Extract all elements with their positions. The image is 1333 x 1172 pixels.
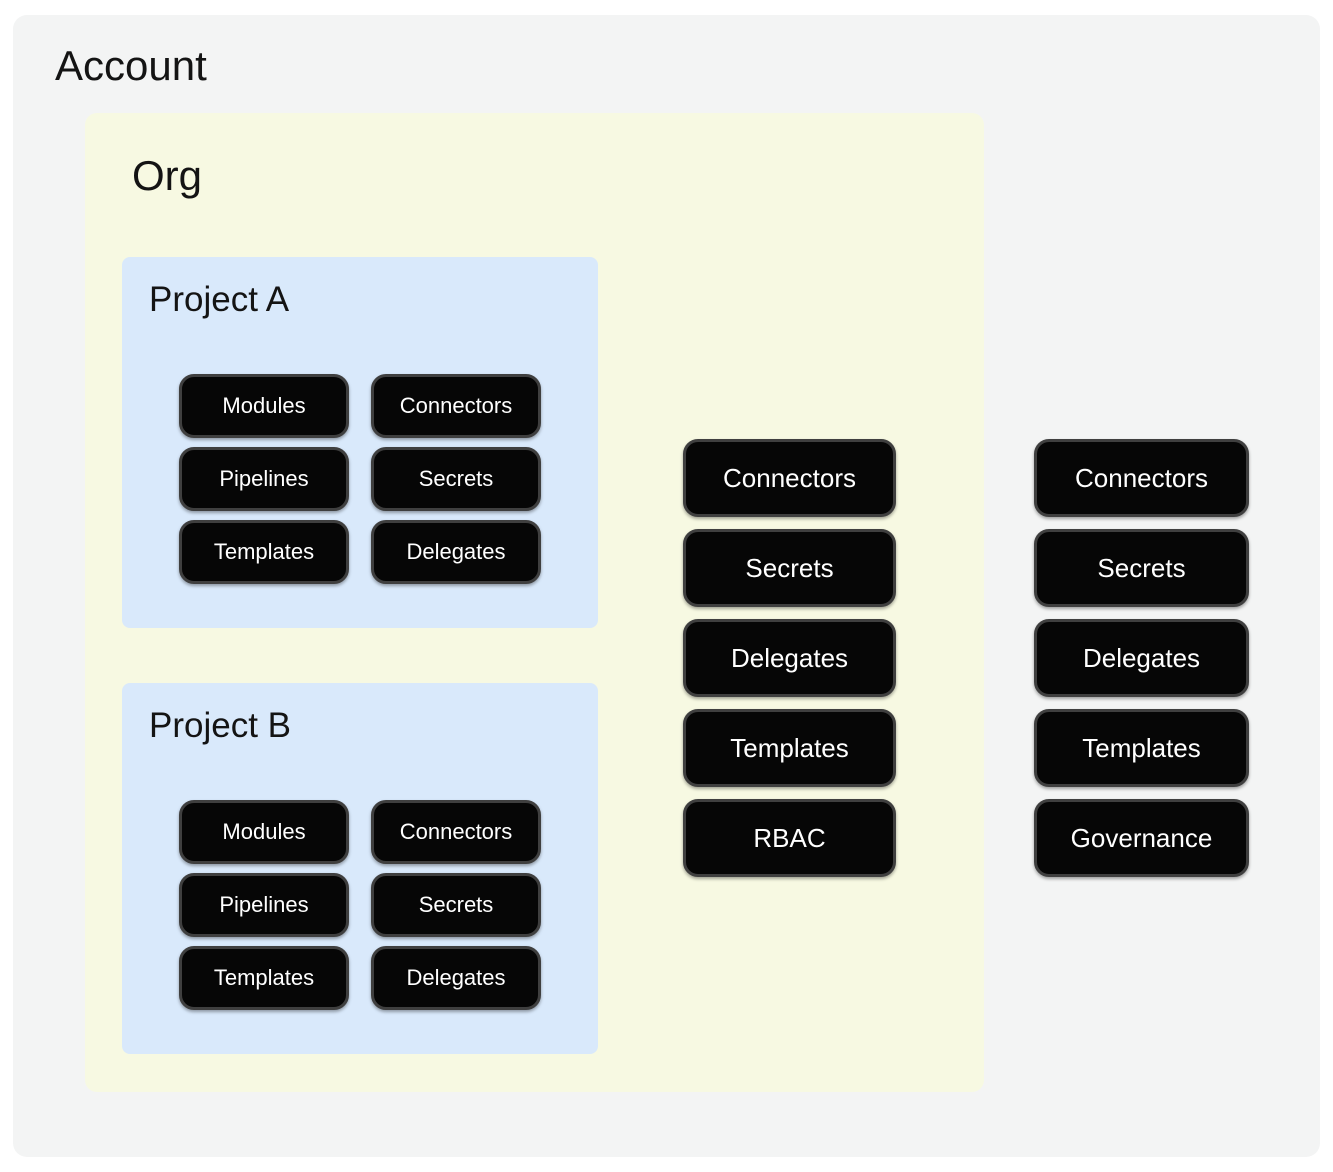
project-b-scope: Project B Modules Connectors Pipelines S… bbox=[122, 683, 598, 1054]
project-b-resource-secrets: Secrets bbox=[371, 873, 541, 937]
account-resources: Connectors Secrets Delegates Templates G… bbox=[1034, 439, 1249, 877]
account-scope-title: Account bbox=[55, 42, 207, 89]
account-resource-connectors: Connectors bbox=[1034, 439, 1249, 517]
org-resources: Connectors Secrets Delegates Templates R… bbox=[683, 439, 896, 877]
project-a-resource-connectors: Connectors bbox=[371, 374, 541, 438]
project-a-resource-templates: Templates bbox=[179, 520, 349, 584]
org-resource-rbac: RBAC bbox=[683, 799, 896, 877]
project-b-resource-templates: Templates bbox=[179, 946, 349, 1010]
account-resource-governance: Governance bbox=[1034, 799, 1249, 877]
project-a-resource-pipelines: Pipelines bbox=[179, 447, 349, 511]
project-a-scope: Project A Modules Connectors Pipelines S… bbox=[122, 257, 598, 628]
project-b-resource-connectors: Connectors bbox=[371, 800, 541, 864]
org-scope-title: Org bbox=[132, 152, 203, 199]
project-a-resource-delegates: Delegates bbox=[371, 520, 541, 584]
project-b-title: Project B bbox=[149, 706, 291, 745]
account-resource-secrets: Secrets bbox=[1034, 529, 1249, 607]
project-a-resource-modules: Modules bbox=[179, 374, 349, 438]
project-b-resource-pipelines: Pipelines bbox=[179, 873, 349, 937]
org-resource-delegates: Delegates bbox=[683, 619, 896, 697]
account-resource-templates: Templates bbox=[1034, 709, 1249, 787]
org-scope: Org Project A Modules Connectors Pipelin… bbox=[85, 113, 984, 1092]
project-a-title: Project A bbox=[149, 280, 290, 319]
org-resource-connectors: Connectors bbox=[683, 439, 896, 517]
project-a-resources: Modules Connectors Pipelines Secrets Tem… bbox=[179, 374, 541, 584]
project-b-resources: Modules Connectors Pipelines Secrets Tem… bbox=[179, 800, 541, 1010]
account-scope: Account Org Project A Modules Connectors… bbox=[13, 15, 1320, 1157]
project-a-resource-secrets: Secrets bbox=[371, 447, 541, 511]
org-resource-secrets: Secrets bbox=[683, 529, 896, 607]
org-resource-templates: Templates bbox=[683, 709, 896, 787]
project-b-resource-modules: Modules bbox=[179, 800, 349, 864]
project-b-resource-delegates: Delegates bbox=[371, 946, 541, 1010]
account-resource-delegates: Delegates bbox=[1034, 619, 1249, 697]
